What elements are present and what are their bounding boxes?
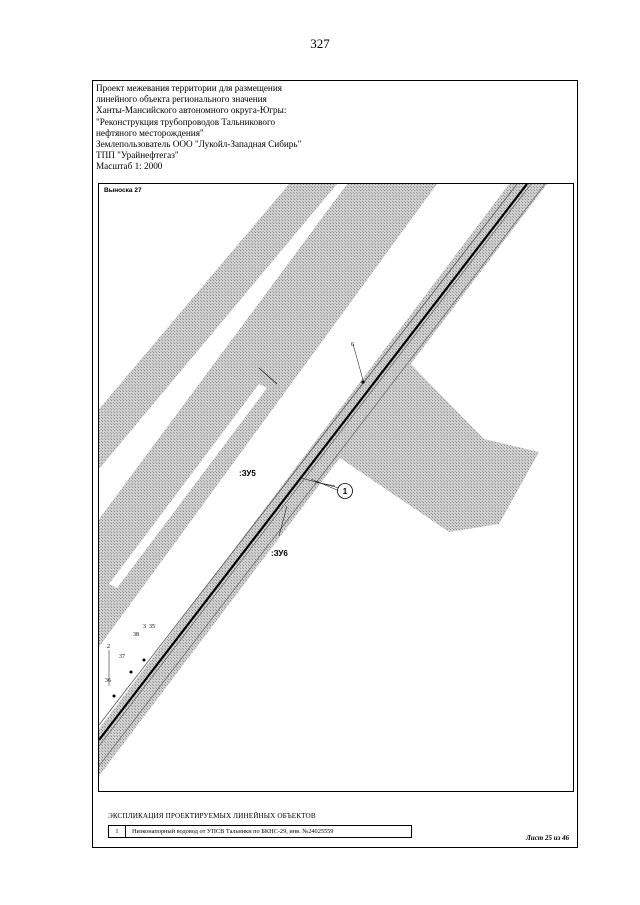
white-strip <box>109 384 267 588</box>
pipeline-line <box>99 184 546 767</box>
legend-title: ЭКСПЛИКАЦИЯ ПРОЕКТИРУЕМЫХ ЛИНЕЙНЫХ ОБЪЕК… <box>108 812 316 820</box>
sheet-frame <box>92 80 578 848</box>
map-frame: 1 :ЗУ5 :ЗУ6 6 2 3 37 38 36 35 Выноска 27 <box>98 183 574 792</box>
hatched-area <box>99 184 437 647</box>
object-marker-circle <box>337 483 353 499</box>
title-line: Проект межевания территории для размещен… <box>96 83 282 93</box>
legend-row-number: 1 <box>109 826 126 837</box>
callout-label: Выноска 27 <box>104 187 142 194</box>
hatched-area <box>249 356 289 382</box>
hatched-area <box>99 184 337 469</box>
hatched-area <box>337 352 539 532</box>
leader-line <box>278 505 288 537</box>
point-label: 2 <box>107 644 110 650</box>
pipeline-line <box>99 184 518 726</box>
page-number: 327 <box>310 36 330 51</box>
hatched-area <box>99 184 547 776</box>
title-line: линейного объекта регионального значения <box>96 94 267 105</box>
legend-table: 1 Низконапорный водовод от УПСВ Тальники… <box>108 825 412 838</box>
title-line: Землепользователь ООО "Лукойл-Западная С… <box>96 139 302 150</box>
parcel-label: :ЗУ6 <box>271 549 288 558</box>
point-dot <box>112 694 116 698</box>
point-label: 35 <box>149 624 155 630</box>
leader-line <box>258 367 278 385</box>
title-line: нефтяного месторождения" <box>96 127 204 138</box>
point-dot <box>361 380 365 384</box>
object-marker-label: 1 <box>343 487 348 496</box>
scale-line: Масштаб 1: 2000 <box>96 161 163 172</box>
title-line: ТПП "Урайнефтегаз" <box>96 150 179 161</box>
title-block: Проект межевания территории для размещен… <box>96 83 426 173</box>
leader-line <box>314 481 336 487</box>
point-dot <box>129 670 133 674</box>
pipeline-line <box>99 184 528 741</box>
map-drawing: 1 :ЗУ5 :ЗУ6 6 2 3 37 38 36 35 <box>99 184 547 776</box>
legend-row-description: Низконапорный водовод от УПСВ Тальники п… <box>132 828 334 835</box>
title-line: "Реконструкция трубопроводов Тальниковог… <box>96 116 276 127</box>
pipeline-line <box>99 184 532 747</box>
point-label: 6 <box>351 342 354 348</box>
point-label: 3 <box>143 624 146 630</box>
point-dot <box>142 658 146 662</box>
point-label: 38 <box>133 632 139 638</box>
sheet-label: Лист 25 из 46 <box>526 834 570 842</box>
leader-line <box>310 478 338 491</box>
leader-line <box>352 343 364 381</box>
point-label: 36 <box>105 678 111 684</box>
point-label: 37 <box>119 654 125 660</box>
title-line: Ханты-Мансийского автономного округа-Югр… <box>96 105 287 116</box>
parcel-label: :ЗУ5 <box>239 469 256 478</box>
white-strip <box>99 184 347 519</box>
